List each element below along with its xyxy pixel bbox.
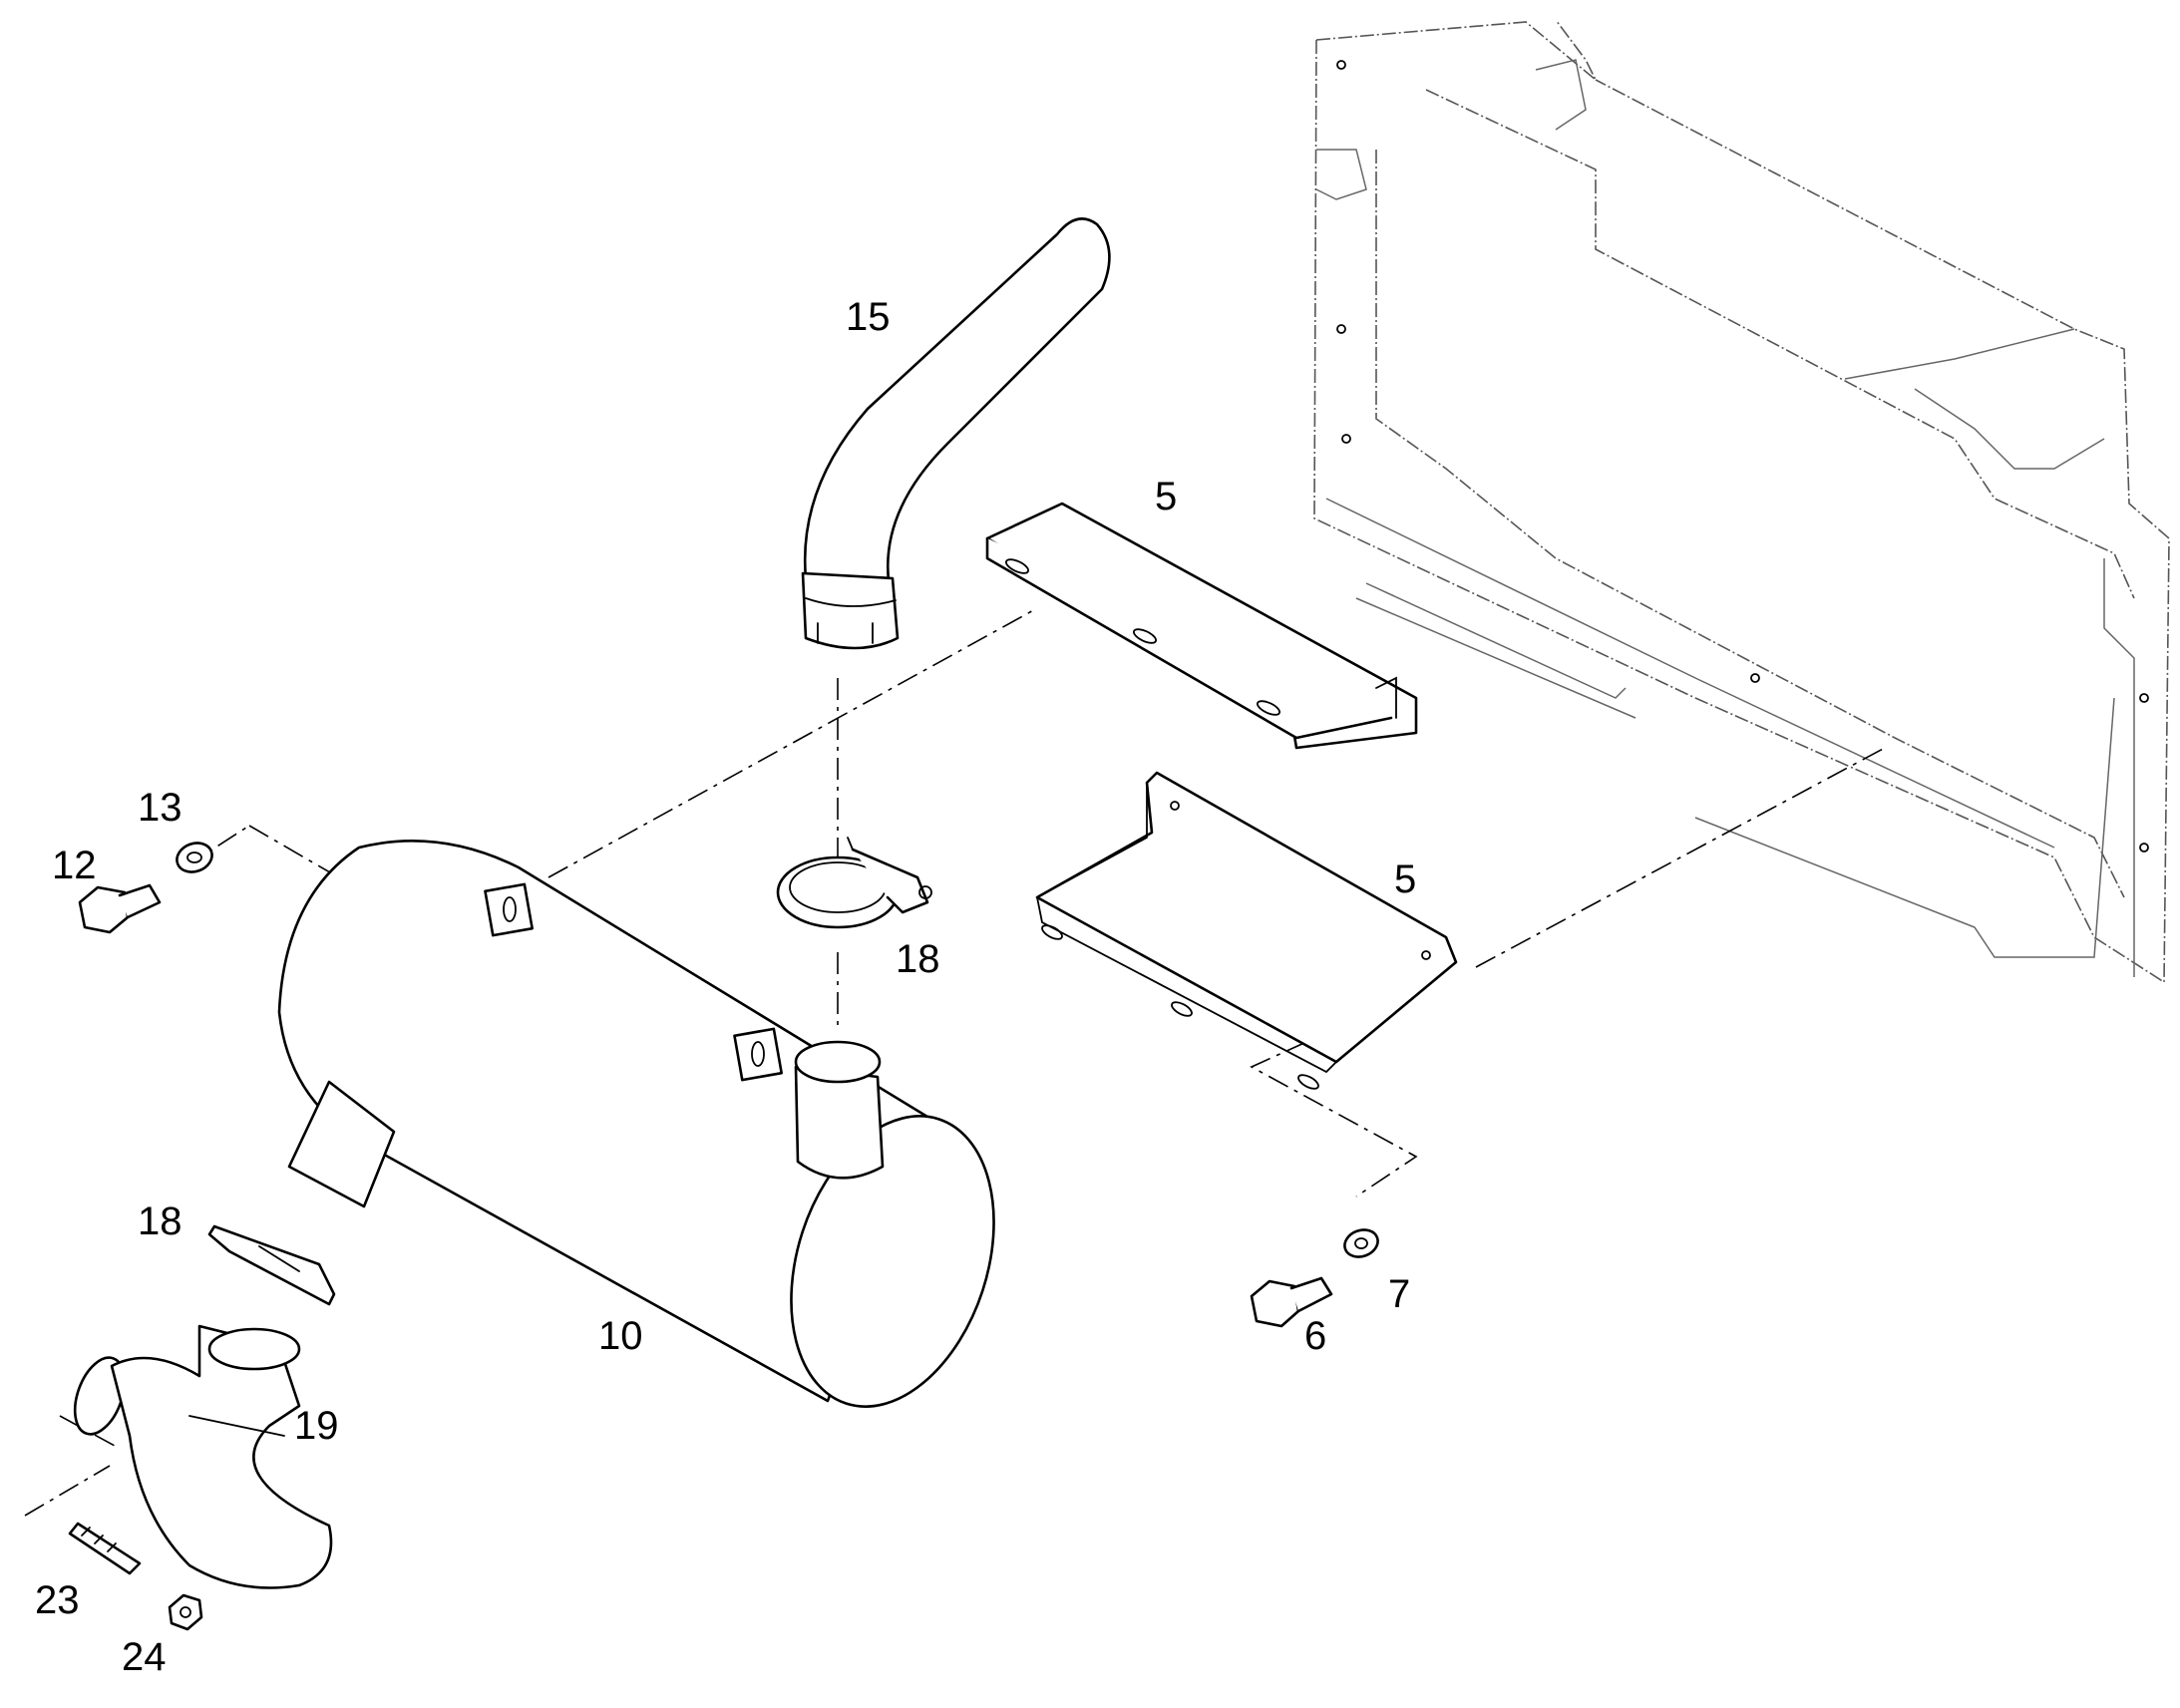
callout-5-upper: 5 (1155, 475, 1178, 518)
callout-18-clamp: 18 (896, 937, 940, 981)
callout-15: 15 (846, 295, 891, 339)
callout-7: 7 (1388, 1272, 1411, 1316)
callout-19: 19 (294, 1404, 339, 1448)
callout-6: 6 (1304, 1314, 1327, 1358)
clamp-top (776, 837, 932, 929)
stud-23 (68, 1522, 142, 1575)
washer-7 (1343, 1228, 1379, 1258)
callout-23: 23 (35, 1578, 80, 1622)
bolt-6 (1250, 1276, 1333, 1328)
callout-13: 13 (138, 786, 182, 830)
bracket-upper (985, 502, 1418, 750)
machine-frame (1313, 19, 2170, 984)
washer-13 (176, 842, 213, 873)
muffler (277, 840, 995, 1408)
elbow-pipe (73, 1324, 333, 1589)
callout-18-pin: 18 (138, 1199, 182, 1243)
callout-5-lower: 5 (1394, 857, 1417, 901)
callout-24: 24 (122, 1635, 167, 1679)
bolt-12 (78, 883, 162, 934)
bracket-lower (1035, 771, 1458, 1090)
callout-10: 10 (598, 1314, 643, 1358)
exhaust-pipe (801, 217, 1111, 650)
callout-12: 12 (52, 844, 97, 887)
clamp-pin (207, 1224, 336, 1306)
nut-24 (168, 1593, 203, 1631)
